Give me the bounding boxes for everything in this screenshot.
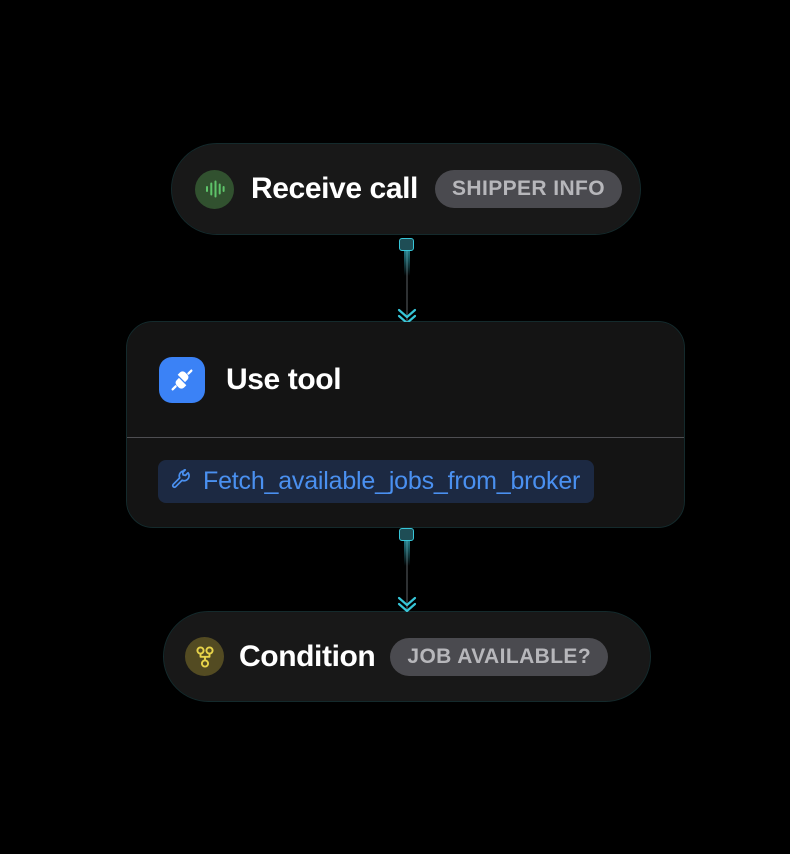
use-tool-body: Fetch_available_jobs_from_broker: [127, 438, 684, 503]
use-tool-header: Use tool: [127, 322, 684, 437]
status-badge: JOB AVAILABLE?: [390, 637, 609, 676]
tool-name: Fetch_available_jobs_from_broker: [203, 467, 581, 495]
status-badge: SHIPPER INFO: [435, 170, 622, 208]
connector-glow: [404, 242, 410, 276]
node-title: Use tool: [226, 362, 342, 396]
voice-waveform-icon: [195, 169, 234, 209]
chevron-down-icon: [397, 596, 417, 613]
flow-node-condition[interactable]: Condition JOB AVAILABLE?: [163, 611, 651, 702]
node-title: Condition: [239, 639, 376, 673]
branch-fork-icon: [185, 637, 224, 676]
card-divider: [127, 437, 684, 438]
flow-node-receive-call[interactable]: Receive call SHIPPER INFO: [171, 143, 641, 235]
connector-glow: [404, 532, 410, 566]
flow-node-use-tool[interactable]: Use tool Fetch_available_jobs_from_broke…: [126, 321, 685, 528]
flow-connector-receive-call-to-use-tool[interactable]: [387, 238, 427, 325]
flow-connector-use-tool-to-condition[interactable]: [387, 528, 427, 613]
wrench-icon: [170, 468, 192, 495]
connector-handle[interactable]: [399, 528, 414, 541]
connector-handle[interactable]: [399, 238, 414, 251]
node-title: Receive call: [251, 172, 418, 205]
tool-chip-fetch-available-jobs[interactable]: Fetch_available_jobs_from_broker: [158, 460, 595, 503]
connector-line: [406, 238, 408, 324]
connector-line: [406, 528, 408, 612]
plug-connect-icon: [159, 356, 205, 403]
